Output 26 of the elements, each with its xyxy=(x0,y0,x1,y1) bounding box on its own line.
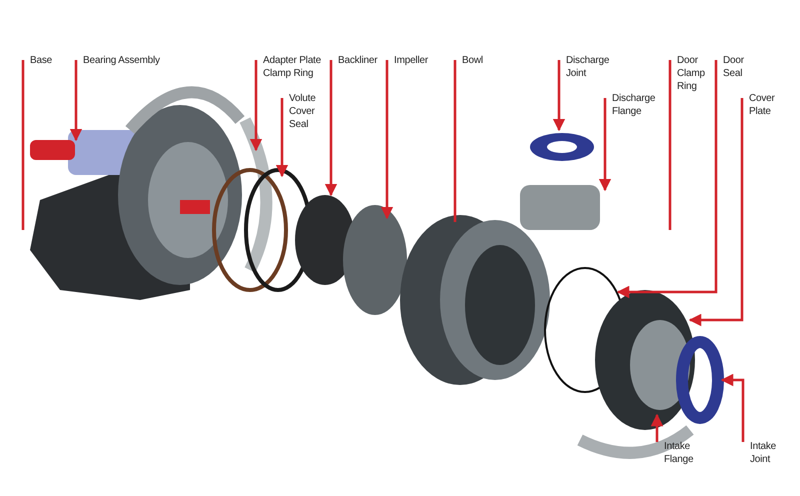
leader-line xyxy=(324,60,338,196)
leader-line xyxy=(380,60,394,220)
part-label: Intake Flange xyxy=(657,440,709,466)
leader-line xyxy=(616,60,718,298)
part-label: Intake Joint xyxy=(743,440,795,466)
part-label: Base xyxy=(23,54,70,67)
leader-line xyxy=(70,60,82,142)
leader-line xyxy=(720,374,744,442)
part-label: Bearing Assembly xyxy=(76,54,183,67)
leader-line xyxy=(22,60,24,230)
leader-line xyxy=(650,414,664,442)
part-label: Door Clamp Ring xyxy=(670,54,717,93)
leader-line xyxy=(598,98,612,192)
part-label: Discharge Flange xyxy=(605,92,664,118)
leader-line xyxy=(250,60,262,152)
leader-line xyxy=(668,60,672,230)
leader-line xyxy=(552,60,566,132)
leader-line xyxy=(454,60,456,222)
part-label: Door Seal xyxy=(716,54,753,80)
leader-line xyxy=(276,98,288,178)
leader-line xyxy=(688,98,744,326)
part-label: Adapter Plate Clamp Ring xyxy=(256,54,333,80)
part-label: Volute Cover Seal xyxy=(282,92,329,131)
part-label: Bowl xyxy=(455,54,502,67)
part-label: Discharge Joint xyxy=(559,54,618,80)
part-label: Cover Plate xyxy=(742,92,789,118)
